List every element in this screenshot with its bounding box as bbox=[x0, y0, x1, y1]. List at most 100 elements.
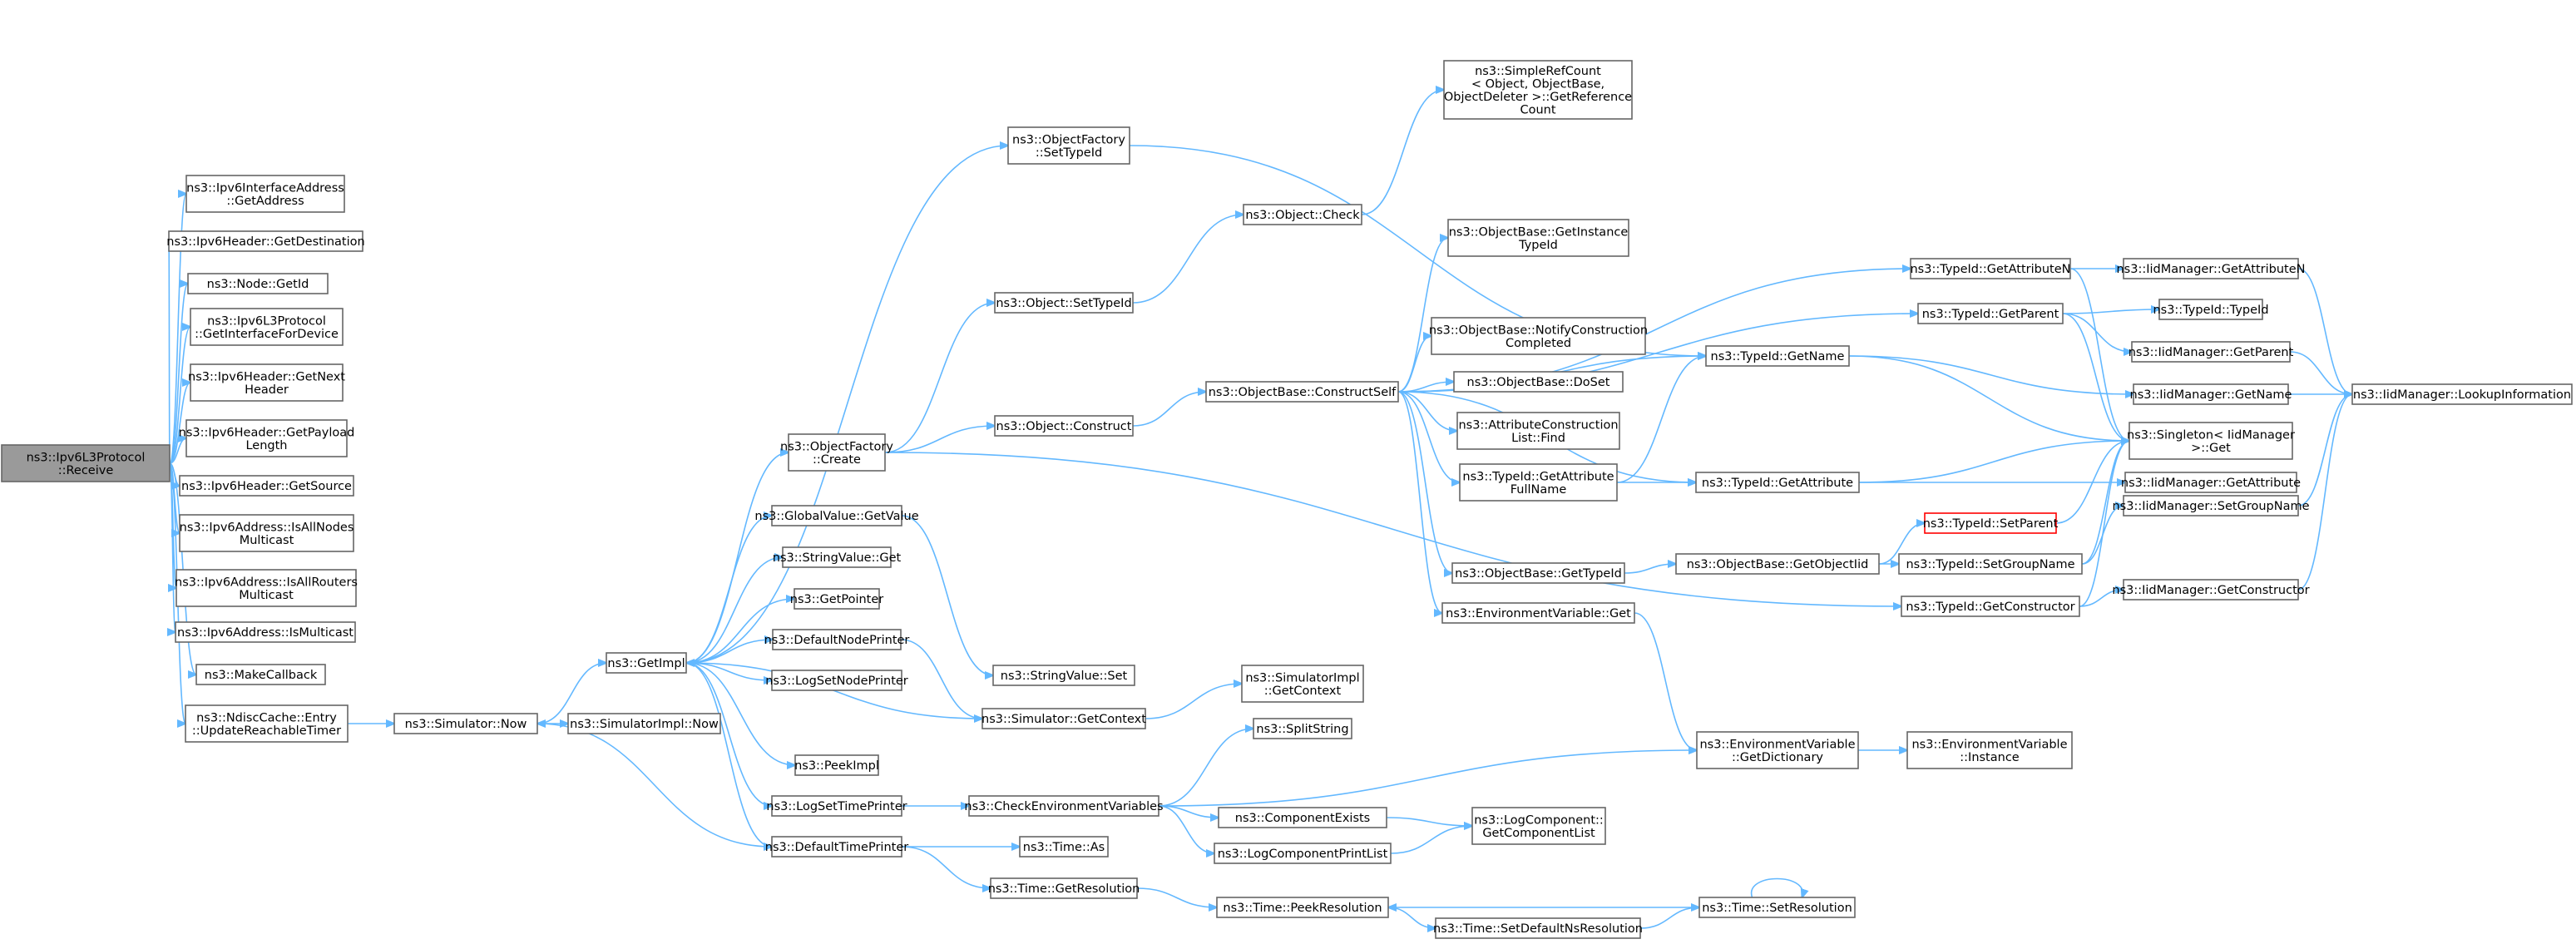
node-ifaceGetAddress[interactable]: ns3::Ipv6InterfaceAddress::GetAddress bbox=[185, 175, 345, 213]
node-box bbox=[1906, 731, 2073, 769]
node-checkEnv[interactable]: ns3::CheckEnvironmentVariables bbox=[964, 795, 1164, 817]
node-label-line: ns3::GetImpl bbox=[607, 657, 685, 670]
node-splitString[interactable]: ns3::SplitString bbox=[1253, 718, 1352, 739]
node-box bbox=[2123, 579, 2299, 601]
node-label-line: ns3::IidManager::GetParent bbox=[2129, 346, 2294, 359]
node-box bbox=[788, 433, 886, 472]
node-timeAs[interactable]: ns3::Time::As bbox=[1019, 836, 1109, 858]
node-root[interactable]: ns3::Ipv6L3Protocol::Receive bbox=[1, 444, 171, 482]
node-simGetContext[interactable]: ns3::Simulator::GetContext bbox=[981, 708, 1146, 729]
node-objConstruct[interactable]: ns3::Object::Construct bbox=[994, 415, 1134, 437]
node-gvGetValue[interactable]: ns3::GlobalValue::GetValue bbox=[754, 505, 919, 526]
node-label-line: ns3::Ipv6Header::GetPayload bbox=[179, 426, 355, 439]
call-edge-tidGetParent-to-tidTypeId bbox=[2062, 309, 2159, 314]
node-box bbox=[1705, 345, 1850, 367]
node-objSetTypeId[interactable]: ns3::Object::SetTypeId bbox=[994, 292, 1134, 314]
node-logSetNodePrinter[interactable]: ns3::LogSetNodePrinter bbox=[765, 670, 908, 691]
node-doSet[interactable]: ns3::ObjectBase::DoSet bbox=[1453, 371, 1624, 393]
node-envGetDict[interactable]: ns3::EnvironmentVariable::GetDictionary bbox=[1696, 731, 1859, 769]
call-edge-logCompPrintList-to-logCompGetList bbox=[1390, 826, 1472, 854]
node-ofCreate[interactable]: ns3::ObjectFactory::Create bbox=[780, 433, 893, 472]
node-imGetAttributeN[interactable]: ns3::IidManager::GetAttributeN bbox=[2116, 258, 2306, 279]
node-notifyConstruction[interactable]: ns3::ObjectBase::NotifyConstructionCompl… bbox=[1429, 317, 1648, 355]
node-box bbox=[1924, 512, 2057, 534]
node-box bbox=[2133, 383, 2289, 405]
node-label-line: ns3::Simulator::Now bbox=[405, 718, 527, 731]
node-tidGetAttribute[interactable]: ns3::TypeId::GetAttribute bbox=[1695, 472, 1860, 493]
node-constructSelf[interactable]: ns3::ObjectBase::ConstructSelf bbox=[1205, 381, 1399, 403]
node-box bbox=[1205, 381, 1399, 403]
node-box bbox=[1243, 204, 1362, 225]
node-getImpl[interactable]: ns3::GetImpl bbox=[606, 652, 687, 674]
node-tidSetParent[interactable]: ns3::TypeId::SetParent bbox=[1923, 512, 2059, 534]
node-imGetParent[interactable]: ns3::IidManager::GetParent bbox=[2129, 341, 2294, 363]
node-tidGetAttributeN[interactable]: ns3::TypeId::GetAttributeN bbox=[1910, 258, 2071, 279]
node-compExists[interactable]: ns3::ComponentExists bbox=[1218, 807, 1387, 828]
node-imGetName[interactable]: ns3::IidManager::GetName bbox=[2130, 383, 2292, 405]
node-imGetConstructor[interactable]: ns3::IidManager::GetConstructor bbox=[2112, 579, 2310, 601]
node-singletonGet[interactable]: ns3::Singleton< IidManager>::Get bbox=[2127, 422, 2295, 460]
node-timeSetDefNsRes[interactable]: ns3::Time::SetDefaultNsResolution bbox=[1433, 917, 1643, 939]
node-getPointer[interactable]: ns3::GetPointer bbox=[790, 588, 884, 610]
node-simImplGetContext[interactable]: ns3::SimulatorImpl::GetContext bbox=[1241, 665, 1364, 703]
call-edge-tidGetParent-to-singletonGet bbox=[2062, 313, 2129, 441]
node-isMulticast[interactable]: ns3::Ipv6Address::IsMulticast bbox=[175, 621, 356, 643]
node-ofSetTypeId[interactable]: ns3::ObjectFactory::SetTypeId bbox=[1007, 126, 1130, 165]
node-obGetObjectIid[interactable]: ns3::ObjectBase::GetObjectIid bbox=[1675, 553, 1880, 575]
node-tidGetParent[interactable]: ns3::TypeId::GetParent bbox=[1917, 303, 2064, 324]
node-simNow[interactable]: ns3::Simulator::Now bbox=[393, 713, 538, 734]
node-label-line: ns3::Ipv6Header::GetSource bbox=[181, 480, 352, 493]
node-timeSetRes[interactable]: ns3::Time::SetResolution bbox=[1698, 897, 1856, 918]
node-getSource[interactable]: ns3::Ipv6Header::GetSource bbox=[179, 475, 354, 497]
call-edge-getImpl-to-defTimePrinter bbox=[685, 662, 772, 847]
node-timePeekRes[interactable]: ns3::Time::PeekResolution bbox=[1216, 897, 1389, 918]
node-box bbox=[1471, 807, 1606, 845]
node-tidGetConstructor[interactable]: ns3::TypeId::GetConstructor bbox=[1901, 596, 2080, 617]
node-label-line: ns3::Object::SetTypeId bbox=[996, 297, 1131, 310]
call-edge-getImpl-to-ofSetTypeId bbox=[685, 146, 1008, 664]
node-imLookupInfo[interactable]: ns3::IidManager::LookupInformation bbox=[2351, 383, 2573, 405]
node-simImplNow[interactable]: ns3::SimulatorImpl::Now bbox=[567, 713, 721, 734]
node-svSet[interactable]: ns3::StringValue::Set bbox=[992, 665, 1135, 686]
node-timeGetRes[interactable]: ns3::Time::GetResolution bbox=[988, 877, 1140, 899]
node-tidTypeId[interactable]: ns3::TypeId::TypeId bbox=[2153, 299, 2269, 320]
node-box bbox=[794, 754, 879, 776]
node-box bbox=[771, 836, 902, 858]
node-tidSetGroupName[interactable]: ns3::TypeId::SetGroupName bbox=[1898, 553, 2083, 575]
node-updateTimer[interactable]: ns3::NdiscCache::Entry::UpdateReachableT… bbox=[185, 704, 349, 743]
node-label-line: GetComponentList bbox=[1482, 827, 1595, 840]
node-label-line: ns3::Ipv6Address::IsAllRouters bbox=[175, 576, 358, 589]
node-label-line: ns3::Time::SetResolution bbox=[1702, 902, 1852, 915]
node-imSetGroupName[interactable]: ns3::IidManager::SetGroupName bbox=[2112, 495, 2310, 516]
node-getIfaceForDevice[interactable]: ns3::Ipv6L3Protocol::GetInterfaceForDevi… bbox=[190, 308, 344, 346]
node-peekImpl[interactable]: ns3::PeekImpl bbox=[794, 754, 879, 776]
node-nodeGetId[interactable]: ns3::Node::GetId bbox=[187, 273, 329, 294]
node-imGetAttribute[interactable]: ns3::IidManager::GetAttribute bbox=[2121, 472, 2301, 493]
node-envGet[interactable]: ns3::EnvironmentVariable::Get bbox=[1441, 602, 1635, 624]
node-box bbox=[1917, 303, 2064, 324]
node-getDestination[interactable]: ns3::Ipv6Header::GetDestination bbox=[166, 230, 365, 252]
node-label-line: ns3::Object::Check bbox=[1245, 209, 1360, 222]
node-makeCallback[interactable]: ns3::MakeCallback bbox=[195, 664, 326, 685]
call-edge-constructSelf-to-attrListFind bbox=[1397, 391, 1457, 431]
node-logCompPrintList[interactable]: ns3::LogComponentPrintList bbox=[1214, 843, 1392, 864]
node-obGetTypeId[interactable]: ns3::ObjectBase::GetTypeId bbox=[1451, 562, 1625, 584]
node-envInstance[interactable]: ns3::EnvironmentVariable::Instance bbox=[1906, 731, 2073, 769]
node-objCheck[interactable]: ns3::Object::Check bbox=[1243, 204, 1362, 225]
node-label-line: ::GetContext bbox=[1264, 685, 1342, 698]
node-simpleRefCount[interactable]: ns3::SimpleRefCount< Object, ObjectBase,… bbox=[1443, 60, 1633, 120]
node-tidGetName[interactable]: ns3::TypeId::GetName bbox=[1705, 345, 1850, 367]
node-logCompGetList[interactable]: ns3::LogComponent::GetComponentList bbox=[1471, 807, 1606, 845]
node-defTimePrinter[interactable]: ns3::DefaultTimePrinter bbox=[765, 836, 908, 858]
node-svGet[interactable]: ns3::StringValue::Get bbox=[773, 546, 902, 568]
node-label-line: ns3::ObjectFactory bbox=[1012, 133, 1125, 146]
node-logSetTimePrinter[interactable]: ns3::LogSetTimePrinter bbox=[766, 795, 907, 817]
node-defNodePrinter[interactable]: ns3::DefaultNodePrinter bbox=[764, 629, 910, 650]
